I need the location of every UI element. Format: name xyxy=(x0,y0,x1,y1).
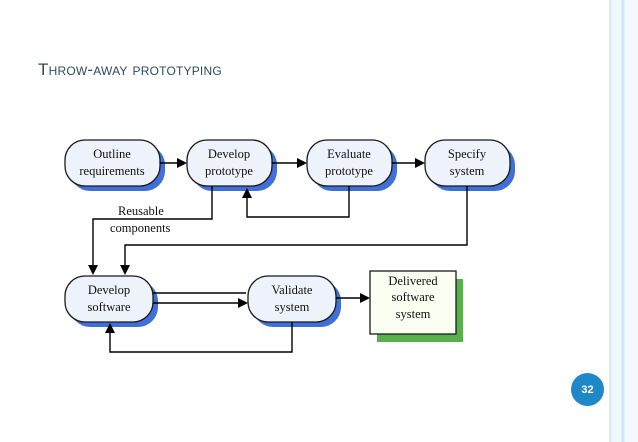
page-number-badge: 32 xyxy=(571,373,604,406)
node-label: software xyxy=(391,290,434,304)
arrow-reusable-components xyxy=(88,186,213,275)
arrow-specify-to-develop-software xyxy=(120,186,468,275)
node-label: system xyxy=(275,300,310,314)
node-label: prototype xyxy=(205,164,253,178)
node-label: Evaluate xyxy=(327,147,371,161)
node-label: Outline xyxy=(93,147,131,161)
slide-title: Throw-away Prototyping xyxy=(38,60,222,79)
node-label: software xyxy=(87,300,130,314)
node-label: requirements xyxy=(79,164,144,178)
node-validate-system: Validate system xyxy=(247,275,341,327)
node-outline-requirements: Outline requirements xyxy=(64,139,165,191)
slide-border-decoration xyxy=(609,0,638,442)
node-label: prototype xyxy=(325,164,373,178)
node-develop-prototype: Develop prototype xyxy=(186,139,277,191)
node-label: Specify xyxy=(448,147,487,161)
arrow-validate-feedback xyxy=(105,322,293,353)
node-label: Delivered xyxy=(388,274,438,288)
arrow-evaluate-feedback xyxy=(242,186,350,218)
edge-label-components: components xyxy=(110,221,171,235)
node-label: Develop xyxy=(88,283,130,297)
node-label: system xyxy=(396,307,431,321)
edge-label-reusable: Reusable xyxy=(118,204,164,218)
node-label: system xyxy=(450,164,485,178)
node-develop-software: Develop software xyxy=(64,275,158,327)
node-delivered-software-system: Delivered software system xyxy=(369,270,463,342)
node-specify-system: Specify system xyxy=(424,139,515,191)
node-evaluate-prototype: Evaluate prototype xyxy=(306,139,397,191)
node-label: Validate xyxy=(272,283,313,297)
node-label: Develop xyxy=(208,147,250,161)
page-number: 32 xyxy=(581,383,594,396)
